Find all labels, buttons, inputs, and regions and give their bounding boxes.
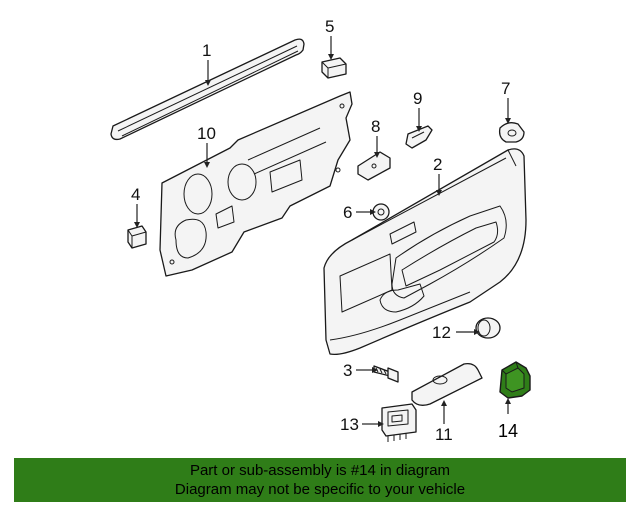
callout-8: 8 — [371, 117, 380, 136]
part-9-bezel[interactable] — [405, 125, 433, 149]
part-12-cap[interactable] — [475, 317, 501, 339]
callout-4: 4 — [131, 185, 140, 204]
part-10-inner-panel[interactable] — [159, 91, 353, 277]
part-1-weatherstrip[interactable] — [110, 38, 305, 141]
callout-7: 7 — [501, 79, 510, 98]
part-2-trim-panel[interactable] — [323, 148, 527, 356]
banner-line-2: Diagram may not be specific to your vehi… — [174, 481, 466, 498]
part-7-cover[interactable] — [498, 122, 525, 143]
info-banner: Part or sub-assembly is #14 in diagram D… — [14, 458, 626, 502]
part-5-clip[interactable] — [321, 57, 347, 79]
callout-2: 2 — [433, 155, 442, 174]
callout-9: 9 — [413, 89, 422, 108]
callout-13: 13 — [340, 415, 359, 434]
parts-diagram: 1 5 10 4 8 9 — [110, 17, 531, 444]
callout-5: 5 — [325, 17, 334, 36]
callout-12: 12 — [432, 323, 451, 342]
banner-line-1: Part or sub-assembly is #14 in diagram — [189, 462, 451, 479]
part-11-armrest[interactable] — [411, 362, 483, 406]
part-3-screw[interactable] — [373, 365, 399, 383]
callout-1: 1 — [202, 41, 211, 60]
callout-10: 10 — [197, 124, 216, 143]
part-13-switch[interactable] — [381, 403, 417, 442]
callout-6: 6 — [343, 203, 352, 222]
part-4-clip[interactable] — [127, 225, 147, 249]
leader-arrowheads — [134, 54, 511, 427]
callout-11: 11 — [435, 425, 453, 444]
callout-14: 14 — [498, 421, 518, 441]
callout-3: 3 — [343, 361, 352, 380]
part-8-bracket[interactable] — [357, 151, 391, 181]
part-14-highlighted[interactable] — [499, 361, 531, 399]
